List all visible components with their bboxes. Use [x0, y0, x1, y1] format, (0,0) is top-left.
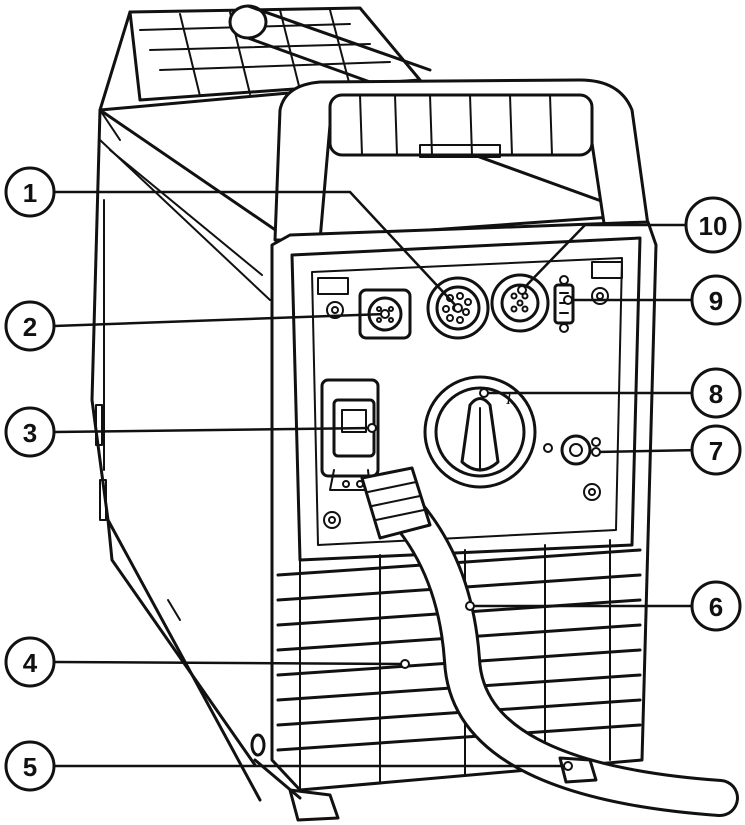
side-panel — [90, 10, 271, 802]
leader-dots — [367, 285, 601, 771]
valve-7 — [543, 434, 601, 466]
callout-2: 2 — [4, 300, 56, 352]
mains-inlet-3 — [320, 378, 380, 491]
callout-label: 4 — [23, 648, 38, 678]
callout-5: 5 — [4, 740, 56, 792]
callout-7: 7 — [690, 424, 742, 476]
socket-10 — [490, 273, 550, 333]
feet-5 — [253, 756, 598, 822]
callout-6: 6 — [690, 580, 742, 632]
callout-3: 3 — [4, 406, 56, 458]
callout-label: 9 — [709, 286, 723, 316]
cable-6 — [360, 466, 739, 817]
callout-9: 9 — [690, 274, 742, 326]
callout-label: 10 — [699, 211, 728, 241]
callout-1: 1 — [4, 166, 56, 218]
leader-lines — [53, 190, 701, 768]
callout-label: 8 — [709, 379, 723, 409]
callout-label: 2 — [23, 312, 37, 342]
front-handle — [273, 78, 650, 242]
main-switch-8: I — [423, 375, 537, 489]
callout-4: 4 — [4, 636, 56, 688]
callout-label: 3 — [23, 418, 37, 448]
panel-screws — [317, 261, 623, 529]
callout-8: 8 — [690, 367, 742, 419]
switch-on-mark: I — [505, 391, 512, 408]
callout-label: 5 — [23, 752, 37, 782]
callout-label: 1 — [23, 178, 37, 208]
callout-label: 6 — [709, 592, 723, 622]
callout-label: 7 — [709, 436, 723, 466]
callout-10: 10 — [684, 196, 742, 254]
